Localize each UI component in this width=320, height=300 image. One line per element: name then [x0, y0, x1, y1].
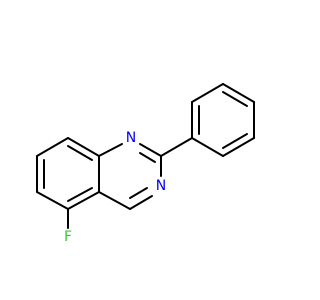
bond [67, 191, 100, 210]
molecule-structure: N N F [36, 83, 255, 245]
double-bond-inner [129, 187, 148, 199]
bond [36, 137, 69, 157]
bond [222, 83, 255, 103]
bond [222, 137, 255, 157]
fluorine-label: F [64, 229, 72, 245]
double-bond-inner [222, 91, 248, 107]
bond [191, 83, 224, 103]
nitrogen-label-n3: N [156, 178, 166, 194]
double-bond-inner [139, 152, 156, 163]
structure-canvas: N N F [36, 83, 255, 245]
pyrimidine-ring [98, 143, 162, 210]
bond [98, 143, 123, 157]
bond [129, 195, 153, 210]
bond [36, 191, 69, 210]
bond [67, 137, 100, 157]
bond [160, 137, 193, 157]
phenyl-ring [191, 83, 255, 157]
double-bond-inner [222, 133, 248, 149]
nitrogen-label-n1: N [126, 130, 136, 146]
double-bond-inner [67, 145, 93, 161]
double-bond-inner [67, 187, 93, 202]
bond [98, 191, 131, 210]
bond [139, 143, 162, 157]
bond [191, 137, 224, 157]
benzo-ring [36, 137, 100, 210]
